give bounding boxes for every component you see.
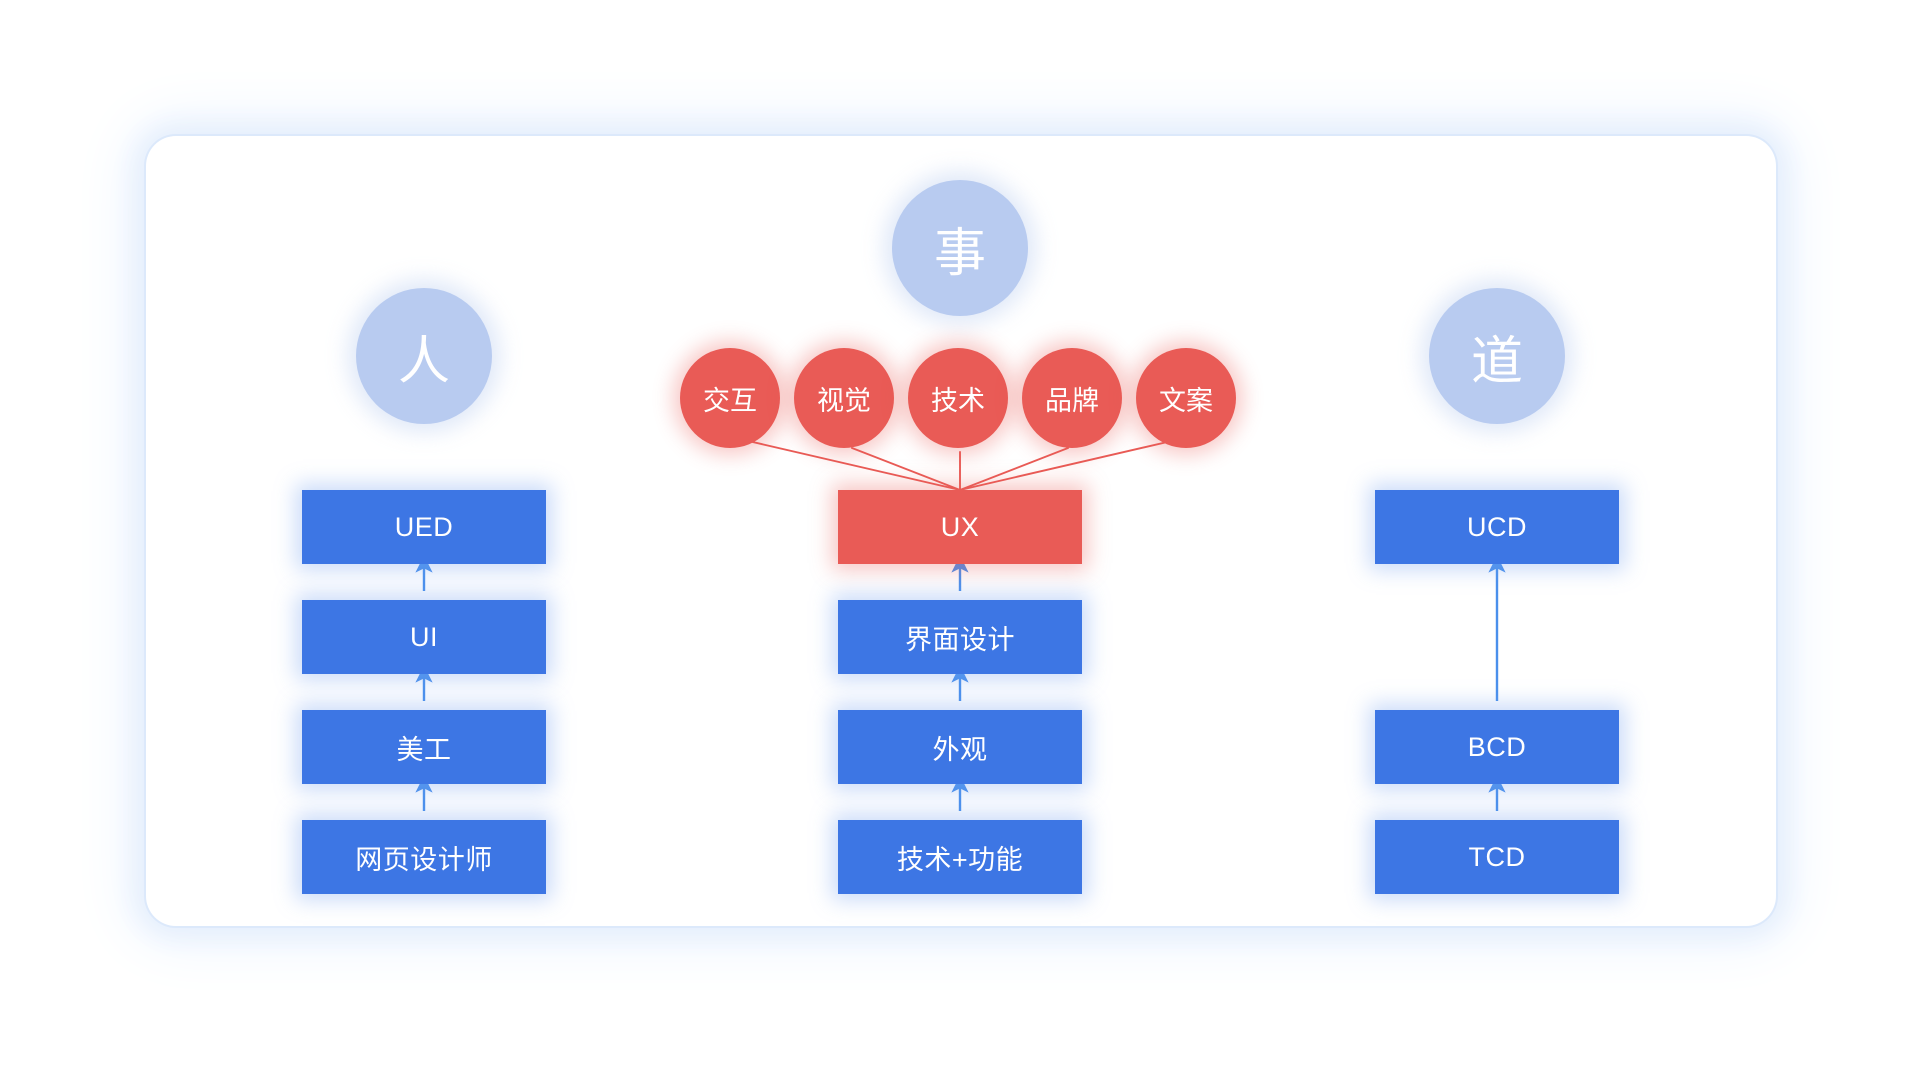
node-appearance-label: 外观 (932, 734, 988, 765)
node-ui-label: UI (410, 621, 438, 652)
node-ued-label: UED (394, 511, 454, 542)
node-tcd[interactable]: TCD (1375, 820, 1619, 894)
header-circle-matter[interactable]: 事 (892, 180, 1028, 316)
node-meigong-label: 美工 (396, 734, 452, 765)
satellite-visual-label: 视觉 (817, 385, 871, 416)
satellite-brand-label: 品牌 (1045, 385, 1099, 416)
node-bcd[interactable]: BCD (1375, 710, 1619, 784)
node-ux-label: UX (940, 511, 980, 542)
header-circle-matter-label: 事 (933, 224, 986, 283)
satellite-copywriting-label: 文案 (1159, 385, 1213, 416)
node-ucd-label: UCD (1467, 511, 1527, 542)
node-interface-design-label: 界面设计 (905, 624, 1015, 655)
node-meigong[interactable]: 美工 (302, 710, 546, 784)
satellite-copywriting[interactable]: 文案 (1136, 348, 1236, 448)
node-ued[interactable]: UED (302, 490, 546, 564)
node-tcd-label: TCD (1468, 841, 1526, 872)
node-ux[interactable]: UX (838, 490, 1082, 564)
satellite-technology-label: 技术 (931, 385, 985, 416)
satellite-visual[interactable]: 视觉 (794, 348, 894, 448)
satellite-interaction[interactable]: 交互 (680, 348, 780, 448)
node-web-designer[interactable]: 网页设计师 (302, 820, 546, 894)
satellite-technology[interactable]: 技术 (908, 348, 1008, 448)
node-web-designer-label: 网页设计师 (355, 844, 493, 875)
header-circle-person-label: 人 (397, 332, 450, 391)
satellite-interaction-label: 交互 (703, 385, 757, 416)
node-appearance[interactable]: 外观 (838, 710, 1082, 784)
node-interface-design[interactable]: 界面设计 (838, 600, 1082, 674)
node-ucd[interactable]: UCD (1375, 490, 1619, 564)
node-bcd-label: BCD (1467, 731, 1527, 762)
satellite-brand[interactable]: 品牌 (1022, 348, 1122, 448)
header-circle-person[interactable]: 人 (356, 288, 492, 424)
node-tech-function-label: 技术+功能 (896, 844, 1024, 875)
header-circle-way-label: 道 (1470, 332, 1523, 391)
header-circle-way[interactable]: 道 (1429, 288, 1565, 424)
node-tech-function[interactable]: 技术+功能 (838, 820, 1082, 894)
node-ui[interactable]: UI (302, 600, 546, 674)
